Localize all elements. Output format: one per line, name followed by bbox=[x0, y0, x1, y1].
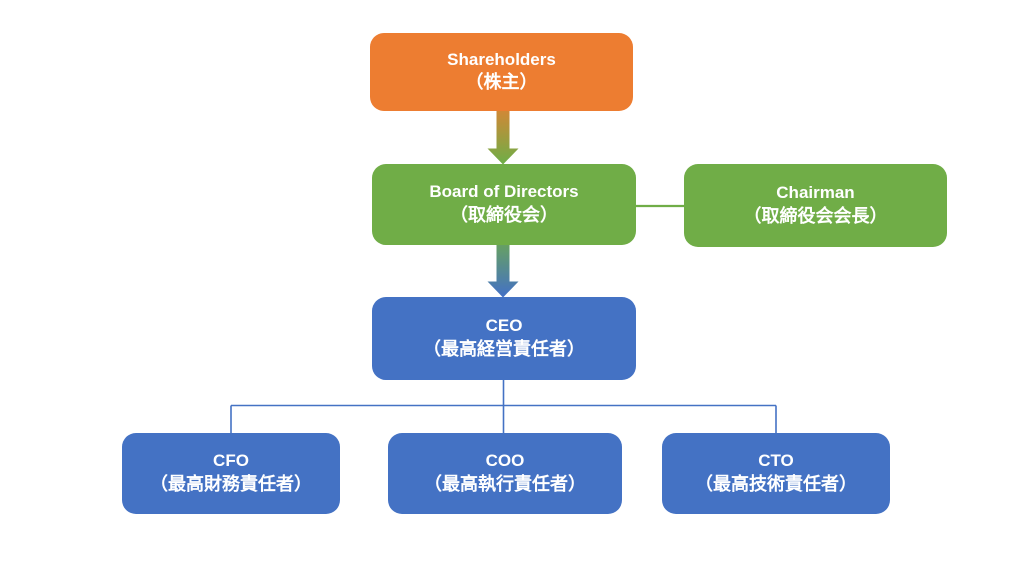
node-ceo-title: CEO bbox=[485, 316, 523, 336]
node-cfo-title: CFO bbox=[213, 451, 249, 471]
node-coo: COO （最高執行責任者） bbox=[388, 433, 622, 514]
node-cto-title: CTO bbox=[758, 451, 794, 471]
arrow-shareholders-to-board-icon bbox=[487, 110, 519, 165]
node-shareholders-title: Shareholders bbox=[447, 49, 556, 69]
node-coo-subtitle: （最高執行責任者） bbox=[424, 473, 586, 494]
node-ceo: CEO （最高経営責任者） bbox=[372, 297, 636, 380]
node-board-subtitle: （取締役会） bbox=[450, 204, 558, 225]
node-cfo: CFO （最高財務責任者） bbox=[122, 433, 340, 514]
node-chairman: Chairman （取締役会会長） bbox=[684, 164, 947, 247]
node-cto: CTO （最高技術責任者） bbox=[662, 433, 890, 514]
node-coo-title: COO bbox=[485, 451, 525, 471]
node-shareholders-subtitle: （株主） bbox=[465, 72, 538, 93]
node-cfo-subtitle: （最高財務責任者） bbox=[150, 473, 312, 494]
arrow-board-to-ceo-icon bbox=[487, 244, 519, 298]
node-chairman-title: Chairman bbox=[776, 183, 855, 203]
node-chairman-subtitle: （取締役会会長） bbox=[743, 205, 888, 226]
elbow-ceo-to-children bbox=[230, 379, 777, 434]
node-ceo-subtitle: （最高経営責任者） bbox=[423, 338, 585, 359]
node-cto-subtitle: （最高技術責任者） bbox=[695, 473, 857, 494]
node-shareholders: Shareholders （株主） bbox=[370, 33, 633, 111]
node-board-of-directors: Board of Directors （取締役会） bbox=[372, 164, 636, 245]
node-board-title: Board of Directors bbox=[429, 182, 579, 202]
